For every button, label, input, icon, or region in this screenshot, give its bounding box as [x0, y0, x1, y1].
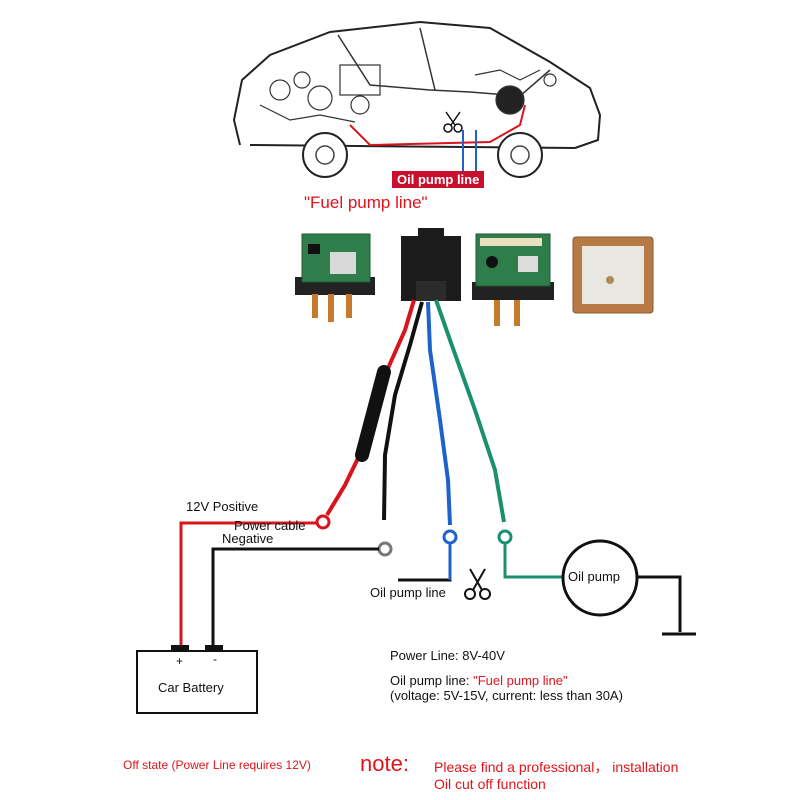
label-negative: Negative — [222, 531, 274, 546]
label-12v-positive: 12V Positive — [186, 499, 259, 514]
gps-antenna-icon — [572, 236, 654, 314]
relay-board-left — [295, 233, 375, 322]
battery-plus: + — [176, 654, 184, 668]
label-car-battery: Car Battery — [158, 680, 224, 695]
car-icon — [232, 20, 602, 178]
info-oil-pump-line-prefix: Oil pump line: — [390, 673, 474, 688]
fuel-pump-line-tag: "Fuel pump line" — [304, 193, 428, 212]
info-fuel-pump-line: "Fuel pump line" — [473, 673, 568, 688]
relay-module-center — [401, 228, 461, 301]
battery-minus: - — [213, 652, 217, 666]
label-oil-pump: Oil pump — [568, 569, 621, 584]
footer-note-line2: Oil cut off function — [434, 776, 546, 792]
info-oil-pump-line: Oil pump line: "Fuel pump line" — [390, 673, 568, 688]
label-power-cable: Power cable — [234, 518, 306, 533]
relay-board-right — [472, 233, 554, 326]
info-spec: (voltage: 5V-15V, current: less than 30A… — [390, 688, 623, 703]
scissors-icon — [464, 568, 491, 600]
footer-off-state: Off state (Power Line requires 12V) — [123, 758, 311, 772]
footer-note-line1: Please find a professional， installation — [434, 759, 679, 775]
info-power-line: Power Line: 8V-40V — [390, 648, 505, 663]
oil-pump-line-tag: Oil pump line — [392, 171, 485, 188]
fuse-icon — [355, 365, 391, 462]
footer-note-label: note: — [360, 751, 409, 776]
label-oil-pump-line: Oil pump line — [370, 585, 446, 600]
